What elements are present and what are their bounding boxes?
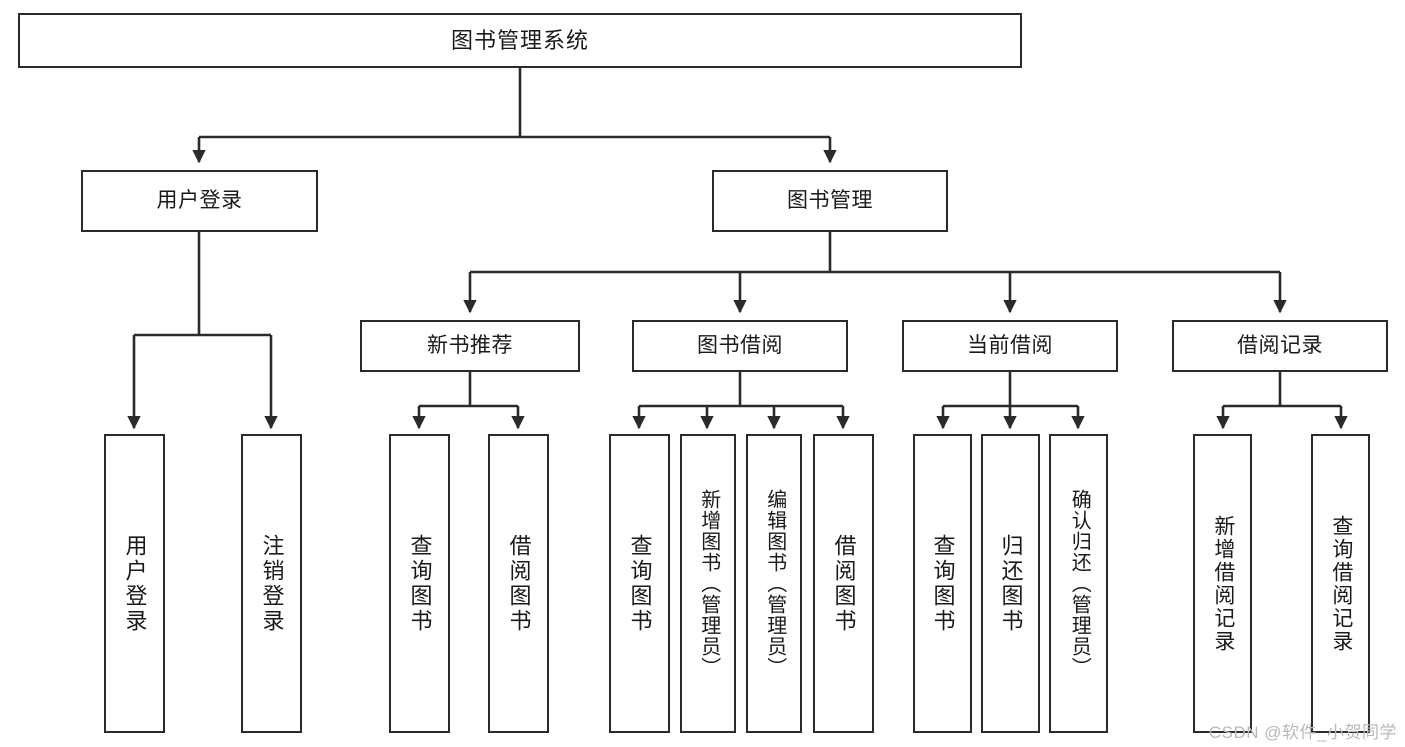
node-label: 查询借阅记录	[1329, 514, 1353, 653]
node-label: 当前借阅	[967, 333, 1053, 357]
node-label: 借阅记录	[1237, 333, 1323, 357]
leaf-new-book-borrow[interactable]: 借阅图书	[488, 434, 549, 733]
node-root-library-system[interactable]: 图书管理系统	[18, 13, 1022, 68]
leaf-borrow-edit-book-admin[interactable]: 编辑图书（管理员）	[746, 434, 802, 733]
leaf-current-confirm-return-admin[interactable]: 确认归还（管理员）	[1049, 434, 1108, 733]
node-label: 图书借阅	[697, 333, 783, 357]
node-new-book-recommend[interactable]: 新书推荐	[360, 320, 580, 372]
leaf-record-add-record[interactable]: 新增借阅记录	[1193, 434, 1252, 733]
leaf-record-query-record[interactable]: 查询借阅记录	[1311, 434, 1370, 733]
node-borrow-record[interactable]: 借阅记录	[1172, 320, 1388, 372]
node-label: 图书管理	[787, 188, 873, 212]
node-label: 用户登录	[122, 533, 148, 634]
node-label: 查询图书	[627, 533, 653, 634]
leaf-borrow-query-book[interactable]: 查询图书	[609, 434, 670, 733]
leaf-current-query-book[interactable]: 查询图书	[913, 434, 972, 733]
node-book-borrow[interactable]: 图书借阅	[632, 320, 848, 372]
node-label: 新增图书（管理员）	[697, 489, 720, 678]
node-label: 新增借阅记录	[1211, 514, 1235, 653]
node-label: 查询图书	[407, 533, 433, 634]
csdn-watermark: CSDN @软件_小贺同学	[1208, 723, 1397, 742]
leaf-borrow-add-book-admin[interactable]: 新增图书（管理员）	[680, 434, 736, 733]
node-book-management[interactable]: 图书管理	[712, 170, 948, 232]
leaf-borrow-borrow-book[interactable]: 借阅图书	[813, 434, 874, 733]
node-label: 注销登录	[259, 533, 285, 634]
node-label: 借阅图书	[506, 533, 532, 634]
node-user-login[interactable]: 用户登录	[81, 170, 318, 232]
node-label: 新书推荐	[427, 333, 513, 357]
leaf-current-return-book[interactable]: 归还图书	[981, 434, 1040, 733]
leaf-user-login-login[interactable]: 用户登录	[104, 434, 165, 733]
node-label: 查询图书	[930, 533, 956, 634]
leaf-new-book-query[interactable]: 查询图书	[389, 434, 450, 733]
node-label: 图书管理系统	[450, 27, 589, 53]
node-label: 用户登录	[156, 188, 243, 212]
node-label: 归还图书	[998, 533, 1024, 634]
node-label: 确认归还（管理员）	[1068, 489, 1091, 678]
node-current-borrow[interactable]: 当前借阅	[902, 320, 1118, 372]
node-label: 借阅图书	[831, 533, 857, 634]
node-label: 编辑图书（管理员）	[763, 489, 786, 678]
leaf-user-login-logout[interactable]: 注销登录	[241, 434, 302, 733]
